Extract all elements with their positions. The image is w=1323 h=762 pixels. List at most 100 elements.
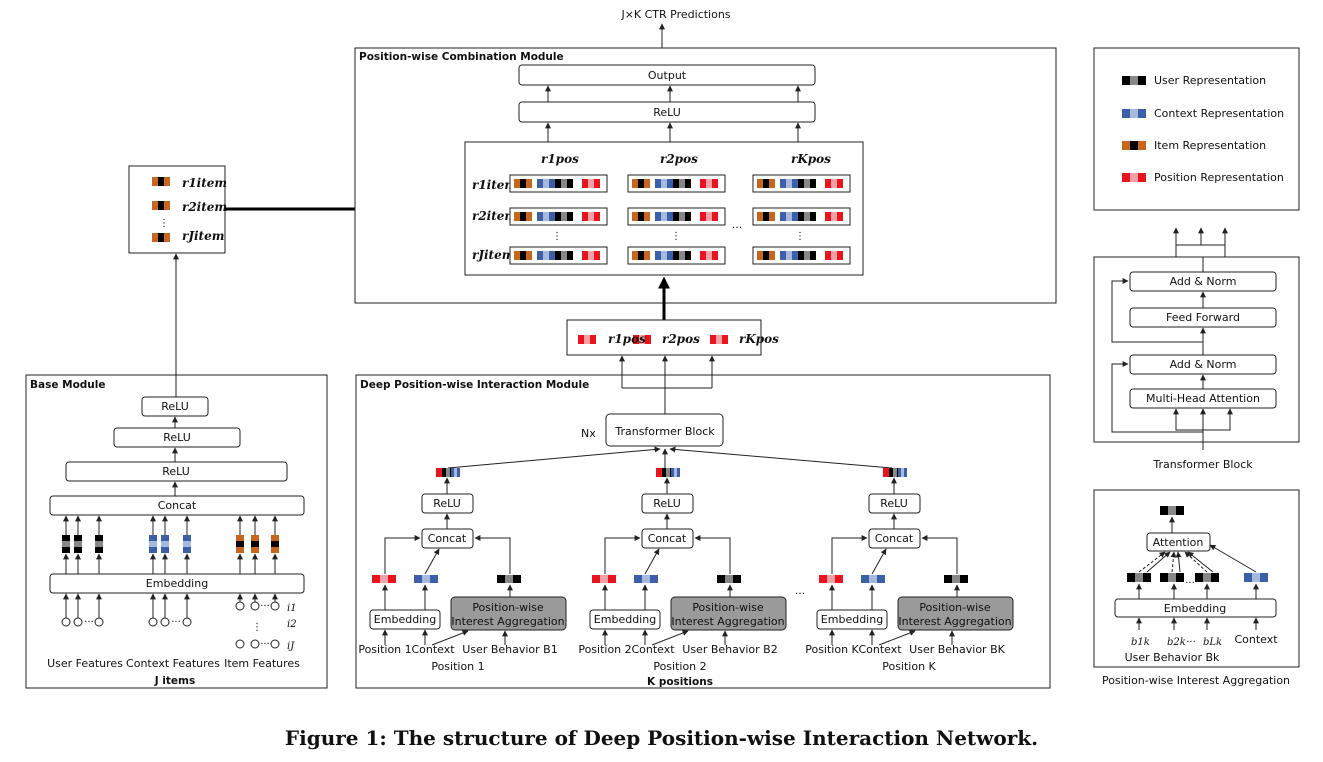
interaction-ellipsis: ... — [795, 584, 806, 597]
cell-user-vector — [673, 251, 691, 260]
cell-user-vector — [673, 212, 691, 221]
pia-context: Context — [1234, 633, 1278, 646]
item-feature-inputs: ··· ··· ⋮ i1 i2 iJ — [235, 593, 297, 652]
pos-stack-p1: r1pos — [608, 332, 646, 346]
transformer-block-box: Transformer Block — [614, 425, 715, 438]
sub-concat: Concat — [648, 532, 687, 545]
position-representation-stack: r1pos r2pos ... rKpos — [566, 319, 779, 356]
cell-item-vector — [632, 251, 650, 260]
j-items-label: J items — [154, 675, 196, 687]
tb-add-norm-2: Add & Norm — [1170, 358, 1237, 371]
pia-b1: b1k — [1131, 637, 1150, 648]
item-stack-vector-1 — [152, 177, 170, 186]
cell-context-vector — [537, 251, 555, 260]
svg-text:···: ··· — [1186, 637, 1196, 648]
sub-concat: Concat — [428, 532, 467, 545]
sub-position-input: Position 2 — [578, 643, 631, 656]
cell-position-vector — [700, 212, 718, 221]
item-stack-r1: r1item — [182, 176, 227, 190]
sub-context-input: Context — [858, 643, 902, 656]
cell-item-vector — [514, 179, 532, 188]
k-positions-label: K positions — [647, 676, 713, 688]
cell-user-vector — [798, 212, 816, 221]
sub-user-vector — [944, 575, 968, 583]
item-stack-vector-J — [152, 233, 170, 242]
cell-context-vector — [780, 179, 798, 188]
cell-user-vector — [673, 179, 691, 188]
sub-position-input: Position K — [805, 643, 859, 656]
cell-item-vector — [632, 212, 650, 221]
cell-context-vector — [780, 251, 798, 260]
pia-embedding-box: Embedding — [1164, 602, 1226, 615]
cell-position-vector — [582, 179, 600, 188]
sub-user-behavior-input: User Behavior BK — [909, 643, 1005, 656]
base-module: Base Module ReLU ReLU ReLU Concat Embedd… — [25, 374, 328, 689]
pos-stack-ellipsis: ... — [689, 333, 700, 346]
pos-stack-vector-1 — [578, 335, 596, 344]
item-i1-label: i1 — [287, 603, 297, 614]
legend-user-swatch — [1122, 76, 1146, 85]
sub-context-input: Context — [411, 643, 455, 656]
top-label: J×K CTR Predictions — [620, 8, 730, 21]
combination-cell-1-0 — [509, 207, 608, 226]
row-r2-item: r2item — [472, 209, 517, 223]
transformer-block-panel-title: Transformer Block — [1152, 458, 1253, 471]
user-features-label: User Features — [47, 657, 123, 670]
legend-user: User Representation — [1154, 74, 1266, 87]
cell-user-vector — [555, 179, 573, 188]
base-user-vector-1 — [74, 535, 82, 553]
col-rK-pos: rKpos — [791, 152, 831, 166]
svg-text:⋮: ⋮ — [552, 231, 562, 242]
cell-user-vector — [798, 179, 816, 188]
sub-pia-line1: Position-wise — [919, 601, 991, 614]
position-2-caption: Position 2 — [653, 660, 706, 673]
cell-position-vector — [825, 179, 843, 188]
svg-text:···: ··· — [260, 639, 270, 650]
figure-caption: Figure 1: The structure of Deep Position… — [284, 726, 1039, 750]
item-i2-label: i2 — [287, 619, 297, 630]
item-representation-stack: r1item r2item ⋮ rJitem — [128, 165, 227, 254]
sub-out-context — [451, 468, 460, 477]
combination-cell-0-0 — [509, 174, 608, 193]
base-feature-vectors — [62, 515, 279, 574]
sub-position-vector — [819, 575, 843, 583]
sub-position-vector — [592, 575, 616, 583]
cell-context-vector — [655, 212, 673, 221]
cell-user-vector — [798, 251, 816, 260]
base-user-vector-0 — [62, 535, 70, 553]
base-relu-3: ReLU — [162, 465, 190, 478]
combination-cell-1-2 — [752, 207, 851, 226]
legend: User Representation Context Representati… — [1093, 47, 1300, 211]
base-module-title: Base Module — [30, 379, 106, 391]
combination-cell-0-2 — [752, 174, 851, 193]
cell-position-vector — [700, 179, 718, 188]
cell-item-vector — [514, 251, 532, 260]
svg-text:···: ··· — [84, 617, 94, 628]
interest-aggregation-panel: Attention Embedding ... b1k b2k ··· bLk … — [1093, 489, 1300, 668]
cell-position-vector — [582, 212, 600, 221]
sub-pia-line2: Interest Aggregation — [671, 615, 784, 628]
sub-relu: ReLU — [880, 497, 908, 510]
sub-position-input: Position 1 — [358, 643, 411, 656]
base-relu-1: ReLU — [161, 400, 189, 413]
combination-cell-2-1 — [627, 246, 726, 265]
item-stack-vector-2 — [152, 201, 170, 210]
item-features-label: Item Features — [224, 657, 300, 670]
tb-feed-forward: Feed Forward — [1166, 311, 1240, 324]
pos-stack-vector-2 — [633, 335, 651, 344]
item-stack-rJ: rJitem — [182, 229, 224, 243]
pia-b1-vector — [1127, 573, 1151, 582]
combination-cell-0-1 — [627, 174, 726, 193]
pia-b2: b2k — [1167, 637, 1186, 648]
col-r1-pos: r1pos — [541, 152, 579, 166]
base-item-vector-7 — [251, 535, 259, 553]
pia-context-vector — [1244, 573, 1268, 582]
context-feature-inputs: ··· — [148, 593, 192, 628]
sub-out-context — [671, 468, 680, 477]
interaction-sub-block-1: ReLUConcatEmbeddingPosition-wiseInterest… — [358, 468, 567, 656]
svg-text:···: ··· — [171, 617, 181, 628]
tb-add-norm-1: Add & Norm — [1170, 275, 1237, 288]
col-r2-pos: r2pos — [660, 152, 698, 166]
svg-text:···: ··· — [260, 601, 270, 612]
